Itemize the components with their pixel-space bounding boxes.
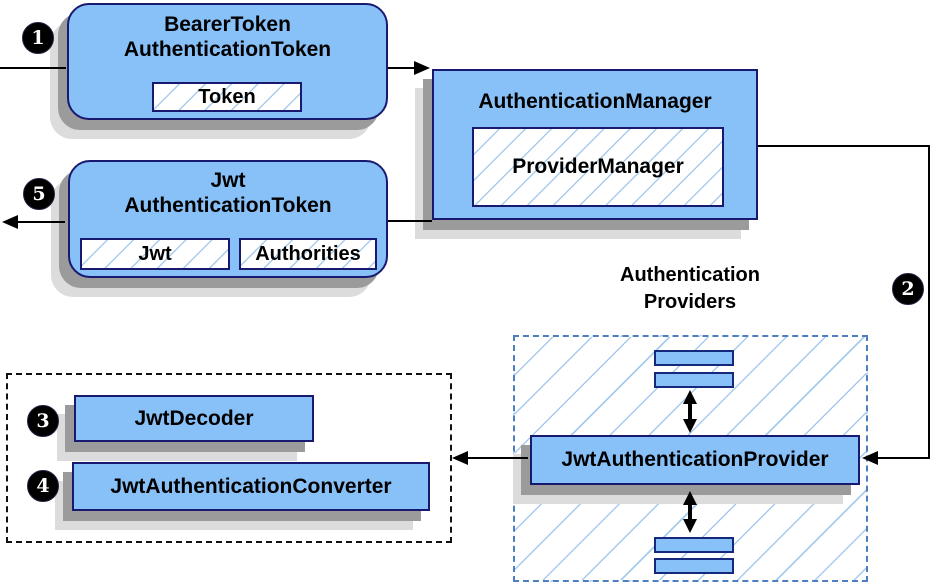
step-1-badge: 1 [22, 22, 54, 54]
title-line-1: Jwt [210, 169, 246, 192]
step-2-number: 2 [901, 278, 915, 300]
decoder-converter-region: JwtDecoder JwtAuthenticationConverter [6, 373, 452, 543]
provider-placeholder-bar [654, 350, 734, 366]
authentication-providers-heading: Authentication Providers [575, 262, 805, 316]
step-4-number: 4 [36, 475, 50, 497]
provider-manager-chip-label: ProviderManager [512, 155, 684, 178]
token-chip: Token [152, 82, 302, 112]
jwt-token-outgoing-arrowhead-icon [2, 215, 18, 229]
provider-placeholder-bar [654, 537, 734, 553]
heading-line-1: Authentication [620, 264, 760, 286]
title-line-2: AuthenticationToken [124, 194, 332, 217]
jwt-authentication-provider-node: JwtAuthenticationProvider [530, 435, 860, 485]
bearer-to-manager-arrowhead-icon [414, 61, 430, 75]
bearer-token-authentication-token-node: BearerToken AuthenticationToken Token [67, 3, 388, 120]
step-1-number: 1 [31, 27, 45, 49]
step-5-number: 5 [32, 183, 46, 205]
step-5-badge: 5 [23, 178, 55, 210]
title-line-1: BearerToken [164, 13, 291, 36]
authentication-providers-region: JwtAuthenticationProvider [513, 335, 868, 582]
token-chip-label: Token [198, 86, 256, 108]
jwt-token-node-title: Jwt AuthenticationToken [70, 168, 386, 218]
authentication-manager-node: AuthenticationManager ProviderManager [432, 69, 758, 220]
jwt-authentication-token-node: Jwt AuthenticationToken Jwt Authorities [68, 160, 388, 278]
heading-line-2: Providers [643, 291, 737, 313]
jwt-decoder-node: JwtDecoder [74, 395, 314, 442]
provider-placeholder-bar [654, 372, 734, 388]
jwt-chip: Jwt [80, 238, 230, 270]
step-3-badge: 3 [27, 405, 59, 437]
title-line-1: AuthenticationManager [478, 90, 712, 113]
jwt-authentication-converter-label: JwtAuthenticationConverter [110, 474, 392, 498]
jwt-authentication-provider-label: JwtAuthenticationProvider [561, 448, 829, 471]
authorities-chip-label: Authorities [255, 243, 361, 265]
bearer-token-node-title: BearerToken AuthenticationToken [69, 12, 386, 62]
provider-to-decoder-arrowhead-icon [452, 451, 468, 465]
authentication-manager-title: AuthenticationManager [434, 89, 756, 114]
provider-manager-chip: ProviderManager [472, 127, 724, 207]
jwt-chip-label: Jwt [138, 243, 172, 265]
step-3-number: 3 [36, 410, 50, 432]
step-4-badge: 4 [27, 470, 59, 502]
step-2-badge: 2 [892, 273, 924, 305]
provider-placeholder-bar [654, 558, 734, 574]
authorities-chip: Authorities [239, 238, 377, 270]
title-line-2: AuthenticationToken [123, 38, 332, 61]
jwt-authentication-converter-node: JwtAuthenticationConverter [72, 462, 430, 511]
jwt-decoder-label: JwtDecoder [134, 406, 254, 430]
